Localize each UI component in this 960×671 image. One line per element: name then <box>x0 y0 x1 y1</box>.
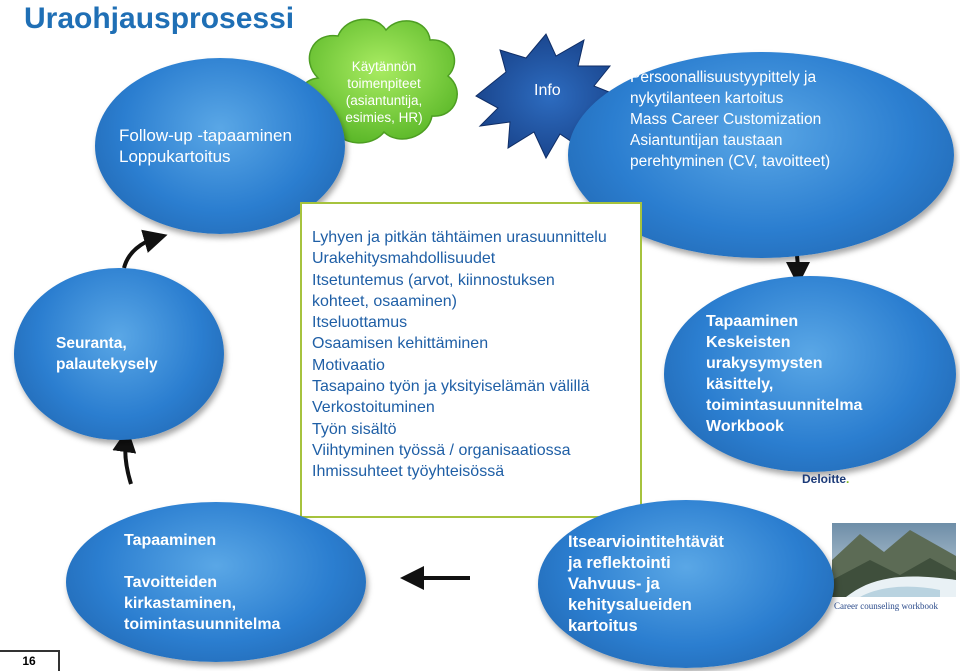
seuranta-oval: Seuranta, palautekysely <box>14 268 224 440</box>
personality-line-1: Persoonallisuustyypittely ja <box>630 68 817 86</box>
personality-oval: Persoonallisuustyypittely ja nykytilante… <box>568 52 954 258</box>
topic-item: Motivaatio <box>312 356 385 374</box>
page-title: Uraohjausprosessi <box>24 2 295 35</box>
itsearviointi-line-5: kartoitus <box>568 616 638 635</box>
tapaaminen-left-oval: Tapaaminen Tavoitteiden kirkastaminen, t… <box>66 502 366 662</box>
topic-item: Tasapaino työn ja yksityiselämän välillä <box>312 378 590 396</box>
tapaaminen-left-spacer <box>124 551 366 572</box>
itsearviointi-line-4: kehitysalueiden <box>568 595 692 614</box>
tapaaminen-left-line-3: Tavoitteiden <box>124 573 218 591</box>
follow-up-line-1: Follow-up -tapaaminen <box>119 126 292 145</box>
topic-item: Osaamisen kehittäminen <box>312 335 489 353</box>
tapaaminen-left-line-4: kirkastaminen, <box>124 594 237 612</box>
cloud-line-3: (asiantuntija, <box>345 93 423 108</box>
topic-item: Itseluottamus <box>312 314 408 332</box>
river-photo <box>832 523 956 597</box>
page-number: 16 <box>0 650 60 671</box>
cloud-line-1: Käytännön <box>351 59 417 74</box>
photo-caption: Career counseling workbook <box>834 601 938 611</box>
topic-item: Itsetuntemus (arvot, kiinnostuksen <box>312 271 555 289</box>
personality-line-3: Mass Career Customization <box>630 110 822 128</box>
personality-line-2: nykytilanteen kartoitus <box>630 89 784 107</box>
deloitte-dot: . <box>846 472 850 486</box>
tapaaminen-right-line-1: Tapaaminen <box>706 313 799 330</box>
cloud-line-4: esimies, HR) <box>345 110 423 125</box>
tapaaminen-right-line-2: Keskeisten <box>706 334 791 351</box>
itsearviointi-line-1: Itsearviointitehtävät <box>568 532 724 551</box>
topic-item: kohteet, osaaminen) <box>312 292 457 310</box>
itsearviointi-line-2: ja reflektointi <box>568 553 671 572</box>
info-label: Info <box>534 82 561 99</box>
personality-line-4: Asiantuntijan taustaan <box>630 131 783 149</box>
tapaaminen-left-line-1: Tapaaminen <box>124 531 217 549</box>
tapaaminen-right-line-4: käsittely, <box>706 376 774 393</box>
seuranta-line-2: palautekysely <box>56 356 158 373</box>
deloitte-brand: Deloitte <box>802 472 847 486</box>
seuranta-line-1: Seuranta, <box>56 335 127 352</box>
follow-up-line-2: Loppukartoitus <box>119 147 231 166</box>
personality-line-5: perehtyminen (CV, tavoitteet) <box>630 152 831 170</box>
tapaaminen-right-line-3: urakysymysten <box>706 355 823 372</box>
cloud-line-2: toimenpiteet <box>347 76 421 91</box>
tapaaminen-right-line-5: toimintasuunnitelma <box>706 397 863 414</box>
cloud-text: Käytännön toimenpiteet (asiantuntija, es… <box>328 58 440 126</box>
topic-item: Urakehitysmahdollisuudet <box>312 250 496 268</box>
tapaaminen-right-line-6: Workbook <box>706 418 784 435</box>
itsearviointi-oval: Itsearviointitehtävät ja reflektointi Va… <box>538 500 834 668</box>
itsearviointi-line-3: Vahvuus- ja <box>568 574 660 593</box>
topic-item: Viihtyminen työssä / organisaatiossa <box>312 441 571 459</box>
topic-item: Työn sisältö <box>312 420 397 438</box>
tapaaminen-left-line-5: toimintasuunnitelma <box>124 615 281 633</box>
topic-item: Verkostoituminen <box>312 399 435 417</box>
tapaaminen-right-oval: Tapaaminen Keskeisten urakysymysten käsi… <box>664 276 956 472</box>
topic-item: Ihmissuhteet työyhteisössä <box>312 463 505 481</box>
deloitte-logo: Deloitte. <box>802 472 849 486</box>
topic-item: Lyhyen ja pitkän tähtäimen urasuunnittel… <box>312 229 607 246</box>
topics-box: Lyhyen ja pitkän tähtäimen urasuunnittel… <box>300 202 642 518</box>
